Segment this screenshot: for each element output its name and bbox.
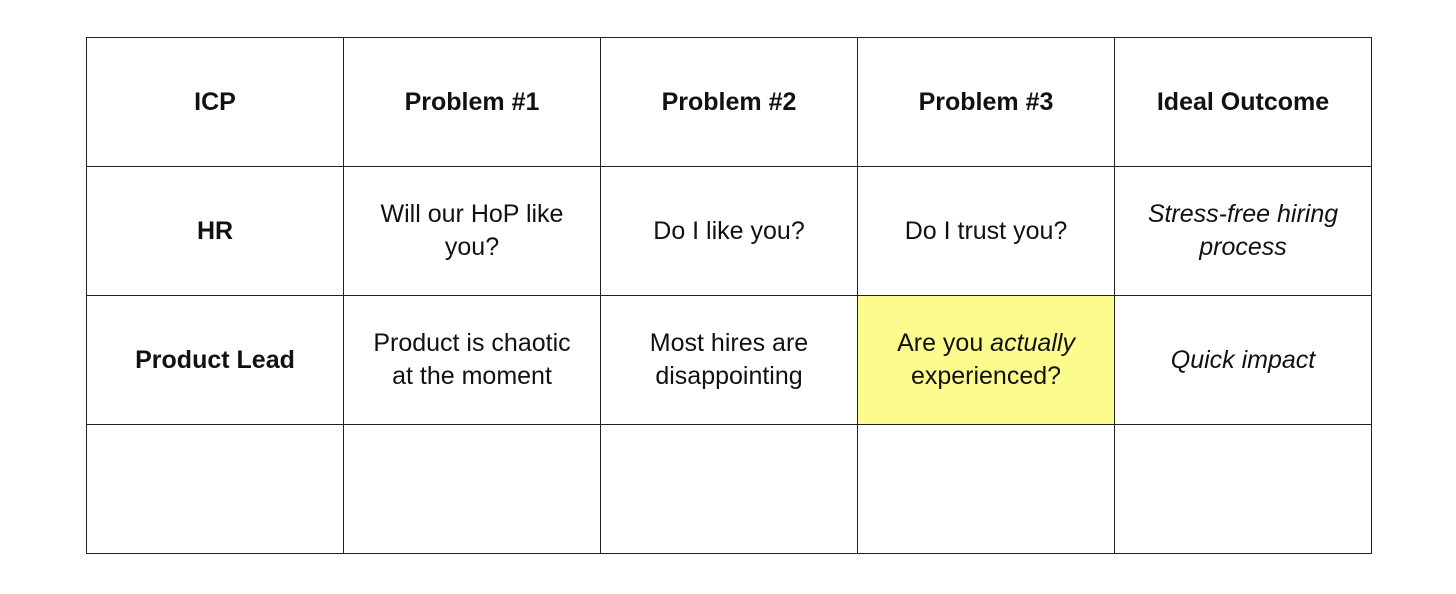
problem-3-cell (857, 424, 1115, 554)
problem-3-cell-highlighted: Are you actually experienced? (857, 295, 1115, 425)
header-problem-2: Problem #2 (600, 37, 858, 167)
problem-2-cell: Do I like you? (600, 166, 858, 296)
table-row: HR Will our HoP like you? Do I like you?… (86, 166, 1372, 296)
header-icp: ICP (86, 37, 344, 167)
header-row: ICP Problem #1 Problem #2 Problem #3 Ide… (86, 37, 1372, 167)
ideal-outcome-cell: Quick impact (1114, 295, 1372, 425)
problem-1-cell: Will our HoP like you? (343, 166, 601, 296)
icp-cell: Product Lead (86, 295, 344, 425)
icp-problems-table: ICP Problem #1 Problem #2 Problem #3 Ide… (86, 37, 1372, 554)
problem-3-cell: Do I trust you? (857, 166, 1115, 296)
problem-3-text-end: experienced? (910, 362, 1062, 390)
header-problem-1: Problem #1 (343, 37, 601, 167)
problem-1-cell (343, 424, 601, 554)
problem-1-cell: Product is chaotic at the moment (343, 295, 601, 425)
problem-3-emphasis: actually (990, 329, 1075, 357)
header-problem-3: Problem #3 (857, 37, 1115, 167)
icp-cell: HR (86, 166, 344, 296)
icp-cell (86, 424, 344, 554)
problem-3-text-start: Are you (897, 329, 991, 357)
problem-2-cell (600, 424, 858, 554)
table-row: Product Lead Product is chaotic at the m… (86, 295, 1372, 425)
problem-2-cell: Most hires are disappointing (600, 295, 858, 425)
table-row (86, 424, 1372, 554)
header-ideal-outcome: Ideal Outcome (1114, 37, 1372, 167)
ideal-outcome-cell: Stress-free hiring process (1114, 166, 1372, 296)
ideal-outcome-cell (1114, 424, 1372, 554)
